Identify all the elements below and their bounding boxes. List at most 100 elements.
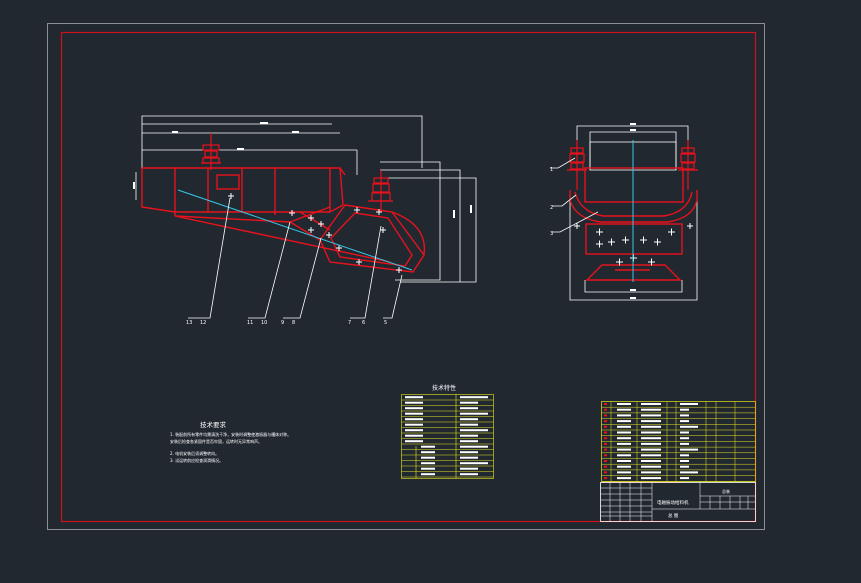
parts-row-material (680, 465, 689, 468)
spec-row-label (405, 434, 423, 437)
end-view-leaders (550, 157, 599, 233)
parts-row-code (617, 420, 631, 423)
drawing-frame (60, 31, 757, 523)
parts-row-name (641, 403, 661, 405)
parts-row-no (604, 465, 607, 468)
leader-label: 7 (348, 320, 351, 326)
leader-label: 10 (261, 320, 267, 326)
spec-row-label (421, 462, 435, 465)
spec-row-value (460, 401, 478, 404)
spec-table: 技术特性 (401, 384, 494, 479)
spec-row-value (460, 456, 478, 459)
leader-label: 12 (200, 320, 206, 326)
parts-row-material (680, 420, 689, 423)
spring-hanger-right (368, 170, 393, 212)
parts-row-material (680, 442, 689, 445)
parts-row-code (617, 425, 631, 428)
parts-row-material (680, 471, 698, 474)
notes-line: 1. 装配前所有零件均需清洗干净，安装时调整使激振器与槽体对称。 (170, 431, 291, 437)
spec-table-title: 技术特性 (432, 384, 456, 392)
leader-label: 2 (550, 205, 553, 211)
parts-row-name (641, 414, 661, 417)
parts-row-no (604, 425, 607, 428)
spec-row-label (421, 473, 435, 476)
sheet-border (47, 23, 765, 530)
parts-row-no (604, 454, 607, 457)
parts-row-name (641, 420, 661, 423)
parts-row-no (604, 448, 607, 451)
spec-row-label (405, 423, 423, 426)
side-view-bolts (228, 193, 402, 273)
parts-row-code (617, 465, 631, 468)
spec-row-value (460, 418, 478, 421)
side-view-leaders (188, 197, 403, 319)
end-view-dimensions (569, 125, 698, 301)
side-view-dimensions (135, 115, 477, 283)
parts-row-material (680, 403, 698, 405)
spec-row-value (460, 451, 478, 454)
parts-row-name (641, 437, 661, 440)
parts-row-no (604, 471, 607, 474)
parts-row-name (641, 471, 661, 474)
parts-row-no (604, 431, 607, 434)
parts-row-name (641, 465, 661, 468)
parts-row-code (617, 408, 631, 411)
spec-row-value (460, 467, 478, 470)
parts-row-material (680, 431, 689, 434)
side-view-dim-texts (133, 122, 472, 218)
parts-row-material (680, 425, 698, 428)
end-view-leader-labels: 1 2 3 (550, 167, 553, 237)
parts-row-code (617, 414, 631, 417)
spec-row-label (405, 429, 423, 432)
spec-row-value (460, 473, 478, 476)
parts-row-material (680, 437, 689, 440)
leader-label: 3 (550, 231, 553, 237)
parts-row-code (617, 442, 631, 445)
spec-row-value (460, 423, 478, 426)
parts-row-material (680, 414, 689, 417)
spec-row-value (460, 445, 488, 448)
spec-row-value (460, 429, 488, 432)
end-view-spring-left (567, 140, 587, 190)
parts-row-name (641, 460, 661, 462)
title-block: 电磁振动给料机 总装 总 图 (600, 482, 756, 522)
leader-label: 5 (384, 320, 387, 326)
spec-row-label (405, 407, 423, 410)
side-view-centerline (177, 189, 413, 271)
end-view-dim-texts (630, 123, 636, 299)
leader-label: 8 (292, 320, 295, 326)
spec-row-value (460, 440, 478, 443)
parts-list (601, 401, 756, 483)
end-view-spring-right (678, 140, 698, 190)
spec-table-grid (401, 394, 494, 479)
parts-row-name (641, 477, 661, 480)
leader-label: 13 (186, 320, 192, 326)
spec-row-value (460, 434, 478, 437)
parts-row-no (604, 460, 607, 462)
parts-row-material (680, 477, 689, 480)
notes-line: 安装后检查各紧固件是否牢固，运转时无异常响声。 (170, 438, 262, 444)
notes-line: 3. 试运转前应检查润滑情况。 (170, 457, 223, 463)
parts-row-name (641, 408, 661, 411)
parts-row-name (641, 454, 661, 457)
leader-label: 1 (550, 167, 553, 173)
leader-label: 9 (281, 320, 284, 326)
parts-row-code (617, 454, 631, 457)
spec-row-label (405, 401, 423, 404)
spec-row-label (421, 445, 435, 448)
parts-row-material (680, 408, 689, 411)
spec-row-label (405, 396, 423, 399)
spec-row-label (405, 440, 423, 443)
parts-row-code (617, 471, 631, 474)
spec-table-rows (401, 396, 494, 478)
parts-row-material (680, 448, 698, 451)
parts-row-name (641, 431, 661, 434)
spec-row-value (460, 407, 478, 410)
spec-row-label (405, 412, 423, 415)
parts-row-no (604, 414, 607, 417)
side-view: 13 12 11 10 9 8 7 6 5 (133, 115, 477, 326)
title-block-drawing-no: 总装 (722, 488, 730, 494)
parts-row-no (604, 420, 607, 423)
parts-row-name (641, 448, 661, 451)
spec-row-label (405, 418, 423, 421)
